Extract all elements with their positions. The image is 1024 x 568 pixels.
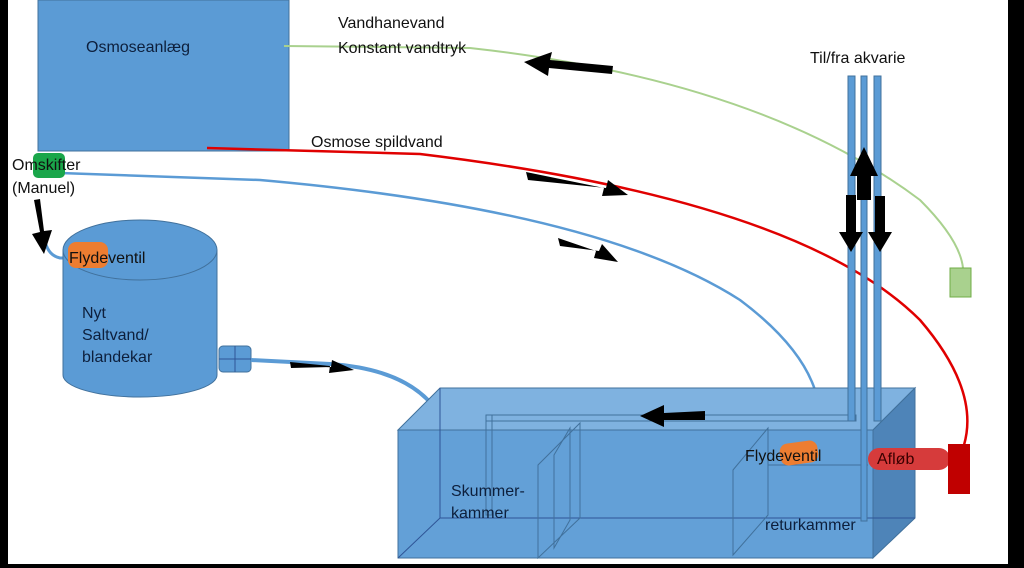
ro-unit-label: Osmoseanlæg xyxy=(86,39,190,56)
ro-unit-box xyxy=(37,0,290,152)
mixtank-float-label: Flydeventil xyxy=(69,250,145,267)
ro-water-line xyxy=(59,171,822,421)
mix-tank-label-3: blandekar xyxy=(82,349,153,366)
drain-pipe xyxy=(868,448,950,470)
sump-float-valve xyxy=(779,440,819,466)
flow-arrows xyxy=(32,52,892,427)
skimmer-label-2: kammer xyxy=(451,505,509,522)
arrow-ro-water xyxy=(558,238,618,262)
manual-switch xyxy=(33,153,65,178)
tap-water-label-2: Konstant vandtryk xyxy=(338,40,467,57)
arrow-return xyxy=(640,405,705,427)
drain-label: Afløb xyxy=(877,451,914,468)
arrow-tap-water xyxy=(524,52,613,76)
drain-outlet xyxy=(948,444,970,494)
mix-tank-label-1: Nyt xyxy=(82,305,107,322)
mix-tank-label-2: Saltvand/ xyxy=(82,327,149,344)
ro-waste-label: Osmose spildvand xyxy=(311,134,443,151)
arrow-mixtank-out xyxy=(290,360,354,373)
switch-label-1: Omskifter xyxy=(12,157,81,174)
arrow-down-right xyxy=(868,196,892,252)
tap-water-label-1: Vandhanevand xyxy=(338,15,444,32)
sump-float-label: Flydeventil xyxy=(745,448,821,465)
skimmer-label-1: Skummer- xyxy=(451,483,525,500)
mixtank-float-valve xyxy=(68,242,108,268)
arrow-switch-down xyxy=(32,199,52,254)
arrow-down-left xyxy=(839,195,863,252)
aquarium-label: Til/fra akvarie xyxy=(810,50,906,67)
arrow-up xyxy=(850,147,878,200)
tap-water-inlet xyxy=(949,267,972,298)
switch-label-2: (Manuel) xyxy=(12,180,75,197)
mixtank-tap-valve xyxy=(218,345,252,373)
return-chamber-label: returkammer xyxy=(765,517,856,534)
arrow-waste xyxy=(526,172,628,196)
